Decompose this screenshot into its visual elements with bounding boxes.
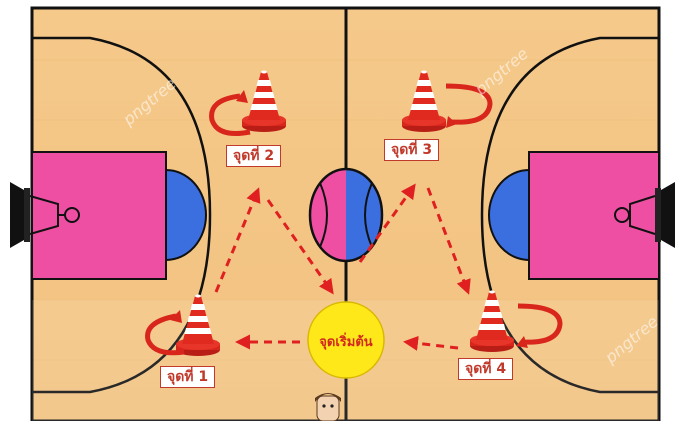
circular-arrow-icon [209,90,251,136]
circular-arrow-icon [445,83,493,128]
basketball-court [30,6,661,421]
right-paint [528,151,660,280]
point-4-label: จุดที่ 4 [458,358,514,380]
point-2-label: จุดที่ 2 [226,145,282,167]
point-3-label: จุดที่ 3 [384,139,440,161]
route-arrows [214,183,471,351]
start-circle [307,301,385,379]
circular-arrow-icon [516,303,563,348]
circular-arrow-icon [145,310,185,356]
basketball-hoop-icon [614,182,675,248]
start-point-label: จุดเริ่มต้น [319,335,373,350]
person-icon [315,393,341,421]
basketball-hoop-icon [10,182,80,248]
left-paint [31,151,167,280]
center-circle [308,167,384,263]
point-1-label: จุดที่ 1 [160,366,216,388]
